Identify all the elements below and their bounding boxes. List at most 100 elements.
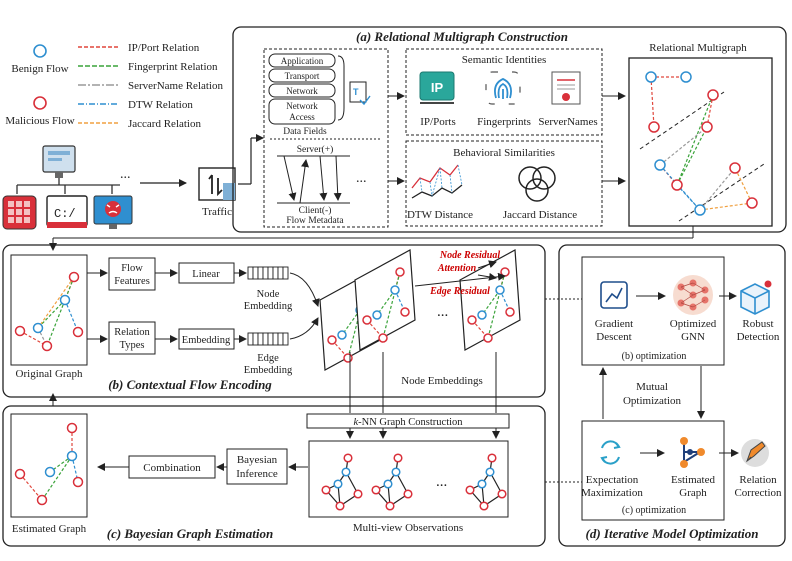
- malicious-node: [701, 121, 713, 133]
- legend-relation-label: Fingerprint Relation: [128, 61, 218, 73]
- embedding-cell: [267, 332, 274, 346]
- panel-c-title: (c) Bayesian Graph Estimation: [107, 526, 274, 541]
- embedding-cell: [257, 332, 264, 346]
- embedding-cell: [267, 266, 274, 280]
- malicious-node: [385, 501, 395, 511]
- malicious-node: [500, 267, 510, 277]
- benign-node: [32, 322, 44, 334]
- semantic-identities-title: Semantic Identities: [462, 54, 547, 66]
- embedding-cell: [247, 332, 254, 346]
- malicious-node: [393, 453, 403, 463]
- malicious-node: [343, 353, 353, 363]
- malicious-node: [371, 485, 381, 495]
- original-graph-label: Original Graph: [16, 368, 83, 380]
- estimated-graph-box: [10, 413, 88, 518]
- relation-edge: [41, 455, 73, 501]
- embedding-box: Embedding: [182, 335, 231, 346]
- malicious-node: [72, 326, 84, 338]
- attention-label: Attention: [437, 263, 477, 274]
- benign-node: [383, 479, 393, 489]
- relation-edge: [481, 289, 501, 316]
- benign-flow-legend-node: [33, 44, 47, 58]
- relational-multigraph-box: [628, 57, 773, 227]
- expectation-maximization-icon: [600, 440, 621, 465]
- relation-edge: [699, 202, 753, 211]
- embedding-cell: [277, 332, 284, 346]
- malicious-node: [465, 485, 475, 495]
- malicious-node: [729, 162, 741, 174]
- legend-relation-label: DTW Relation: [128, 99, 193, 111]
- document-icon: [349, 81, 367, 103]
- edge-embedding-vector: [247, 332, 289, 346]
- benign-node: [391, 467, 401, 477]
- malicious-node: [497, 489, 507, 499]
- malicious-node: [66, 422, 78, 434]
- gnn-link: [680, 302, 694, 308]
- estimated-graph-icon: [680, 437, 705, 468]
- relation-edge: [676, 94, 714, 186]
- dtw-distance-label: DTW Distance: [407, 209, 473, 221]
- gnn-link: [680, 286, 694, 296]
- malicious-node: [707, 89, 719, 101]
- certificate-icon: [551, 71, 581, 105]
- multiview-graph: [371, 453, 413, 511]
- relation-edge: [64, 299, 79, 333]
- panel-b-title: (b) Contextual Flow Encoding: [108, 377, 272, 392]
- malicious-node: [14, 468, 26, 480]
- legend-relation-label: Jaccard Relation: [128, 118, 201, 130]
- malicious-node: [362, 315, 372, 325]
- edge-residual-label: Edge Residual: [429, 286, 490, 297]
- servernames-label: ServerNames: [538, 116, 597, 128]
- robust-detection-cube-icon: [740, 280, 772, 315]
- relation-edge: [487, 271, 506, 339]
- benign-node: [485, 467, 495, 477]
- embedding-cell: [282, 332, 289, 346]
- malicious-node: [648, 121, 660, 133]
- relation-edge: [382, 271, 401, 339]
- embedding-cell: [257, 266, 264, 280]
- malicious-node: [467, 315, 477, 325]
- jaccard-distance-label: Jaccard Distance: [503, 209, 577, 221]
- layers-ellipsis: ...: [437, 304, 448, 320]
- embedding-cell: [262, 332, 269, 346]
- estimated-graph-label: Estimated Graph: [12, 523, 87, 535]
- malicious-node: [321, 485, 331, 495]
- gnn-icon: [673, 275, 713, 315]
- malicious-node: [400, 307, 410, 317]
- fingerprints-label: Fingerprints: [477, 116, 531, 128]
- ip-port-icon: [419, 71, 455, 101]
- malicious-node: [505, 307, 515, 317]
- malicious-node: [14, 325, 26, 337]
- malicious-node: [68, 271, 80, 283]
- server-label: Server(+): [297, 144, 333, 155]
- benign-node: [66, 450, 78, 462]
- flow-metadata-caption: Flow Metadata: [286, 216, 344, 226]
- malicious-node: [327, 335, 337, 345]
- field-network: Network: [286, 86, 318, 96]
- b-optimization-label: (b) optimization: [622, 351, 687, 362]
- relation-edge: [676, 126, 708, 186]
- gnn-link: [680, 282, 694, 288]
- malicious-node: [353, 489, 363, 499]
- field-transport: Transport: [285, 71, 320, 81]
- gnn-link: [692, 299, 706, 308]
- malicious-flow-label: Malicious Flow: [5, 115, 74, 127]
- malicious-node: [378, 333, 388, 343]
- multiview-graph: [465, 453, 507, 511]
- multiview-observations-box: [308, 440, 509, 518]
- data-fields-caption: Data Fields: [283, 127, 327, 137]
- benign-node: [390, 285, 400, 295]
- malicious-node: [395, 267, 405, 277]
- relation-edge: [734, 167, 753, 204]
- panel-d-title: (d) Iterative Model Optimization: [586, 526, 759, 541]
- original-graph-box: [10, 254, 88, 366]
